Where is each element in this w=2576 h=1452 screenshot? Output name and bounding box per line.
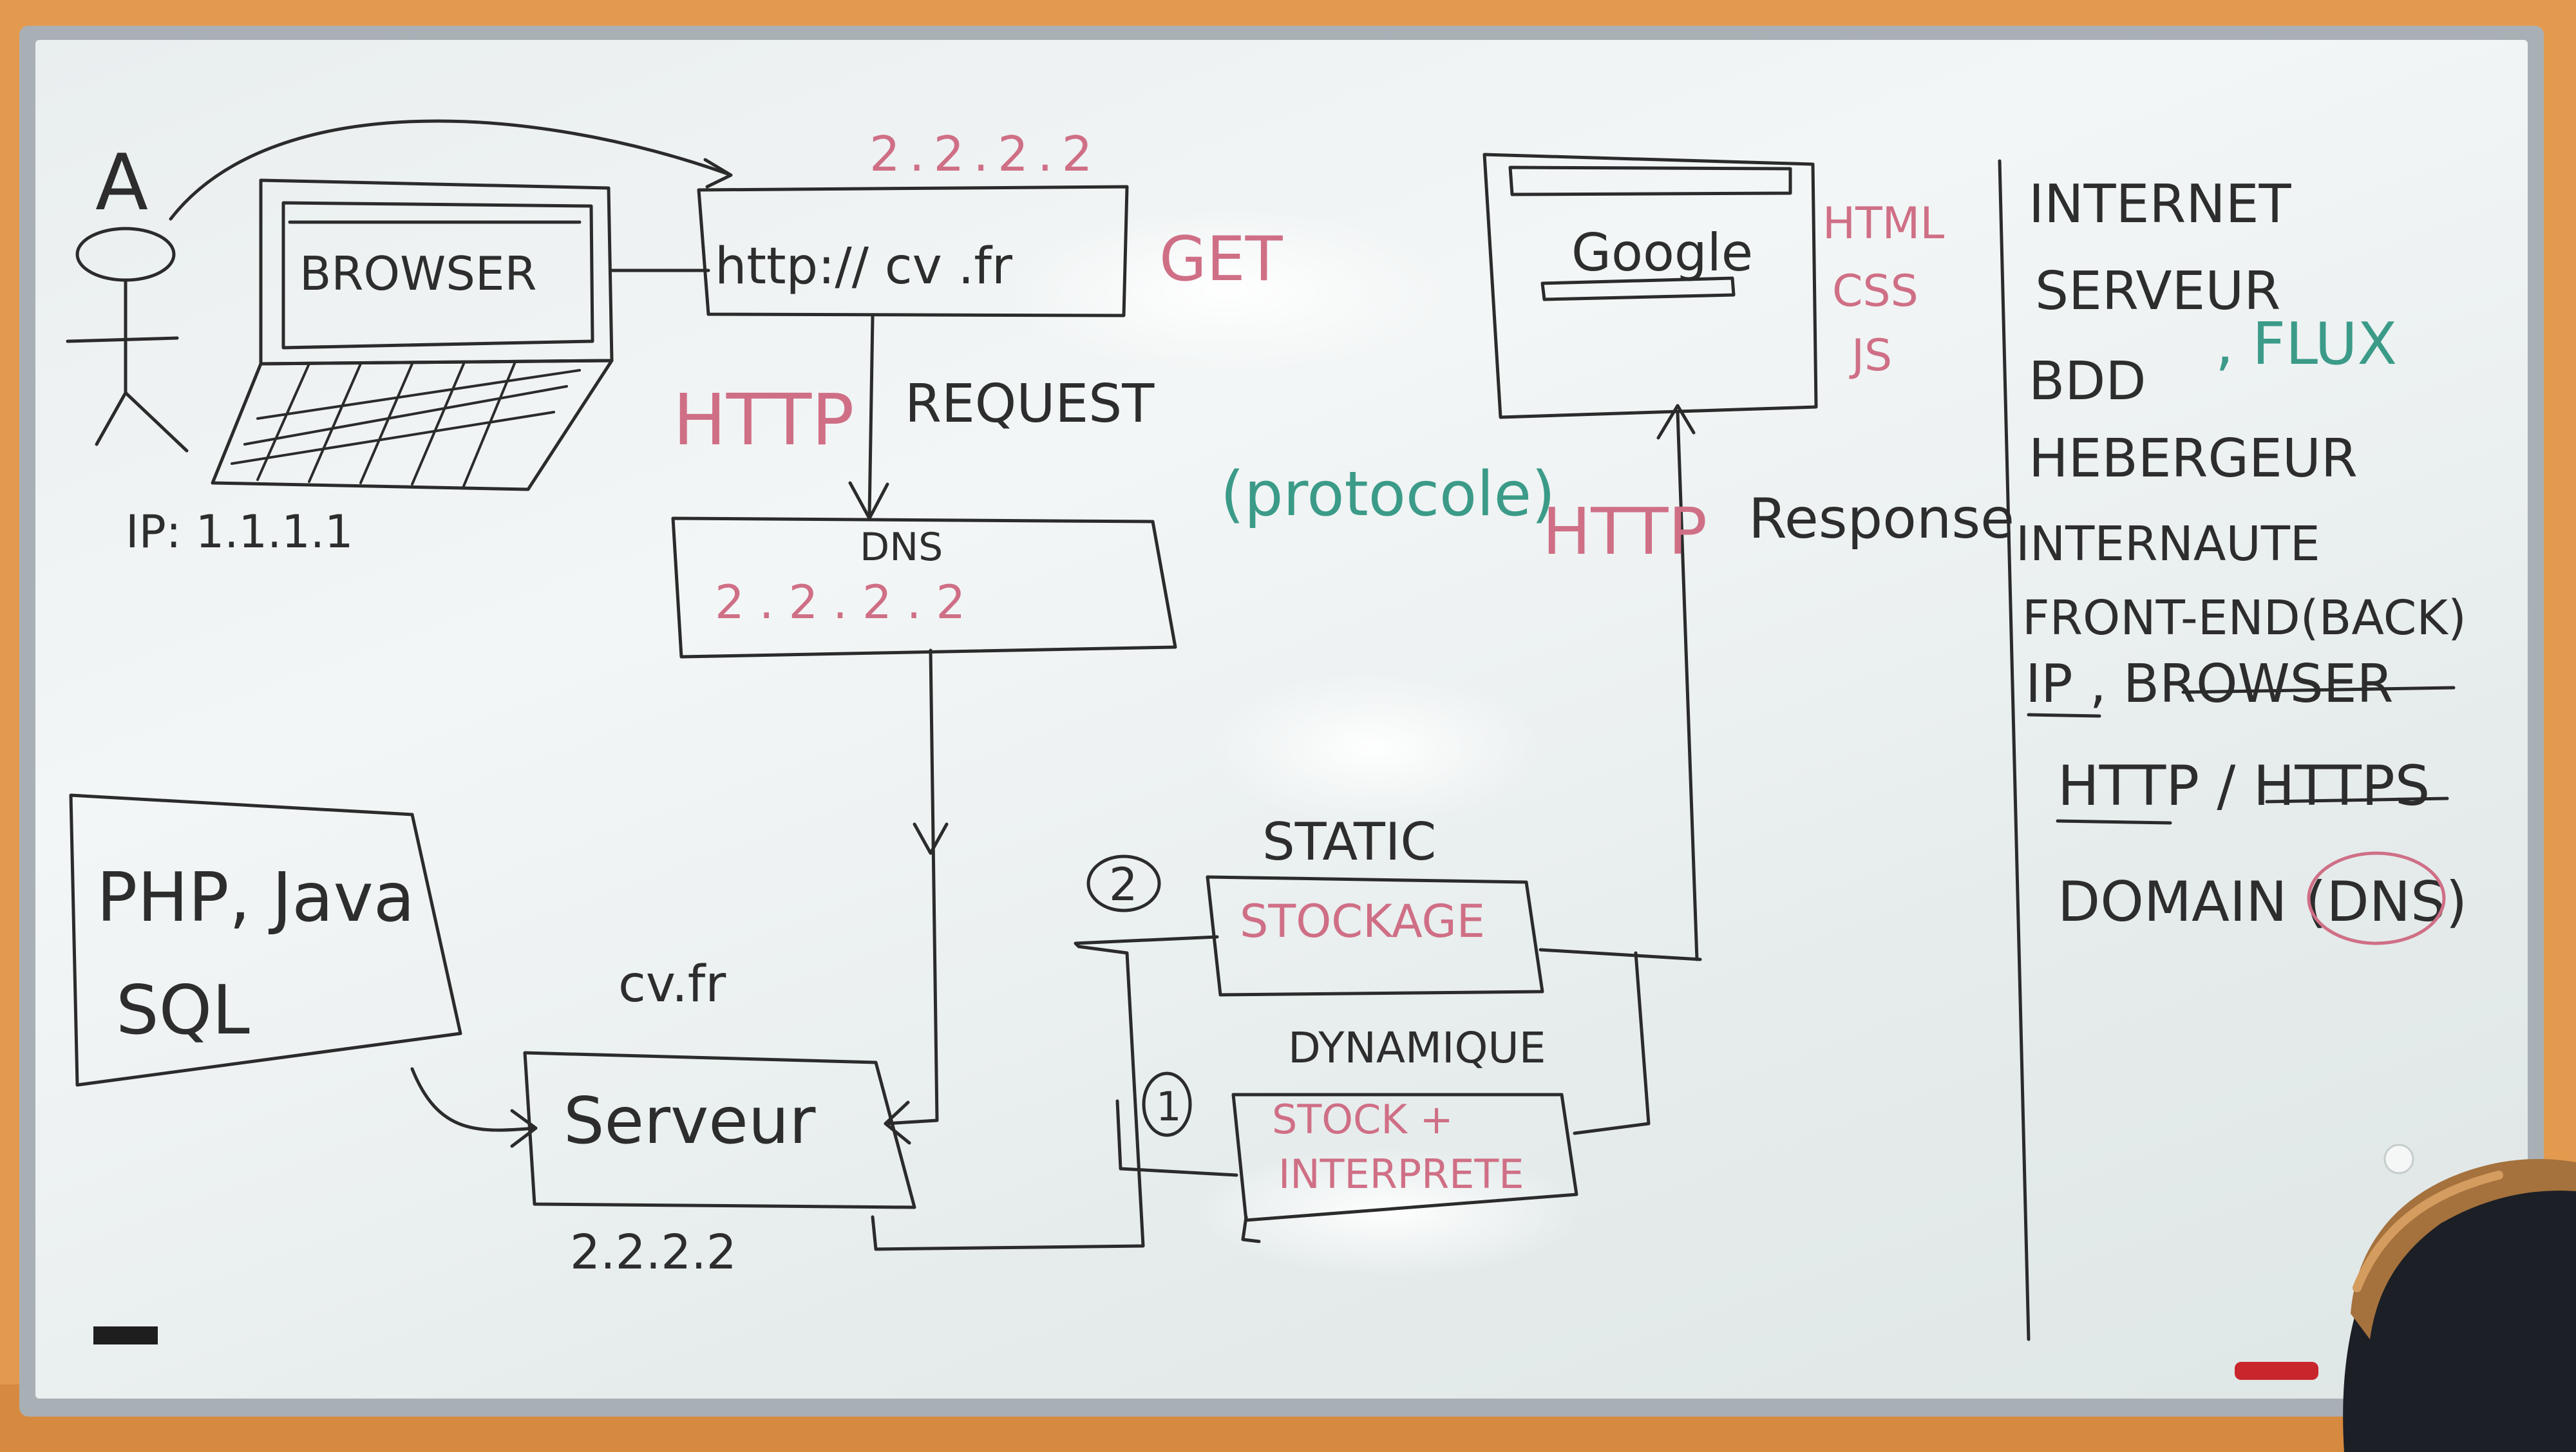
- http-response-red: HTTP: [1542, 494, 1707, 569]
- languages-line2: SQL: [116, 971, 250, 1050]
- google-label: Google: [1571, 223, 1753, 283]
- glossary-item: BDD: [2029, 351, 2146, 412]
- static-title: STATIC: [1262, 812, 1436, 872]
- url-request-box: 2.2.2.2 http:// cv .fr GET: [697, 126, 1283, 317]
- server-domain: cv.fr: [618, 956, 726, 1014]
- glossary-item: IP , BROWSER: [2025, 654, 2394, 715]
- languages-box: PHP, Java SQL: [69, 793, 462, 1087]
- light-glare: [1001, 207, 1452, 375]
- red-marker: [2235, 1362, 2318, 1380]
- url-text: http:// cv .fr: [715, 238, 1013, 296]
- dynamic-title: DYNAMIQUE: [1288, 1023, 1546, 1073]
- languages-line1: PHP, Java: [97, 858, 415, 937]
- board-corner: [2383, 1144, 2414, 1174]
- static-number: 2: [1109, 858, 1138, 911]
- glossary-item-extra: , FLUX: [2215, 310, 2397, 378]
- lang-css: CSS: [1832, 266, 1918, 317]
- dns-title: DNS: [860, 525, 943, 570]
- magnet: [93, 1326, 158, 1344]
- glossary-item: DOMAIN (DNS): [2058, 870, 2467, 934]
- http-request-red: HTTP: [673, 379, 855, 461]
- get-label: GET: [1159, 224, 1283, 295]
- light-glare: [1208, 671, 1542, 825]
- glossary-item: INTERNET: [2029, 174, 2292, 235]
- static-box-label: STOCKAGE: [1240, 895, 1485, 948]
- laptop-browser: BROWSER IP: 1.1.1.1: [126, 178, 614, 558]
- light-glare: [1195, 1147, 1581, 1276]
- server-label: Serveur: [564, 1083, 816, 1158]
- dns-box: DNS 2 . 2 . 2 . 2: [671, 516, 1177, 659]
- url-ip: 2.2.2.2: [869, 126, 1101, 182]
- glossary-list: INTERNET SERVEUR BDD , FLUX HEBERGEUR IN…: [2016, 174, 2467, 945]
- actor-letter: A: [95, 138, 148, 228]
- glossary-item: HEBERGEUR: [2029, 428, 2358, 489]
- dns-ip: 2 . 2 . 2 . 2: [715, 575, 965, 629]
- dynamic-box-line2: INTERPRETE: [1278, 1151, 1524, 1198]
- glossary-item: SERVEUR: [2035, 261, 2280, 322]
- server-box: cv.fr Serveur 2.2.2.2: [523, 956, 916, 1280]
- glossary-item: HTTP / HTTPS: [2058, 754, 2430, 818]
- dynamic-number: 1: [1156, 1083, 1181, 1130]
- whiteboard: [35, 40, 2528, 1399]
- lang-js: JS: [1849, 330, 1892, 381]
- laptop-label: BROWSER: [299, 247, 537, 301]
- http-request-black: REQUEST: [905, 373, 1155, 435]
- user-stick-figure: A: [66, 119, 733, 453]
- server-ip: 2.2.2.2: [570, 1225, 737, 1280]
- dns-circle: [2307, 851, 2446, 945]
- google-window: Google: [1482, 153, 1818, 419]
- ip-label: IP: 1.1.1.1: [126, 505, 354, 558]
- static-storage: 2 STATIC STOCKAGE: [1086, 812, 1544, 997]
- dynamic-box-line1: STOCK +: [1272, 1096, 1454, 1143]
- lang-html: HTML: [1823, 198, 1944, 249]
- dynamic-storage: DYNAMIQUE 1 STOCK + INTERPRETE: [1142, 1023, 1578, 1222]
- glossary-item: INTERNAUTE: [2016, 516, 2320, 572]
- glossary-item: FRONT-END(BACK): [2022, 590, 2467, 646]
- protocole-label: (protocole): [1220, 459, 1555, 530]
- http-response-black: Response: [1748, 487, 2014, 551]
